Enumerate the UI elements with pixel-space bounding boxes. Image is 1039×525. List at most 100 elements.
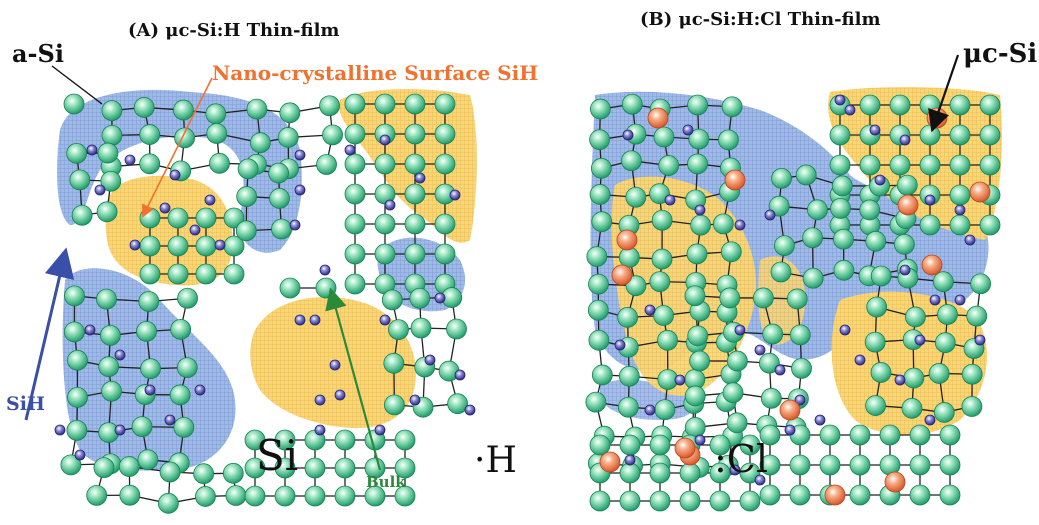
si-atom — [719, 287, 741, 309]
si-atom — [588, 329, 610, 351]
h-atom — [644, 304, 656, 316]
h-atom — [754, 474, 766, 486]
h-atom — [674, 374, 686, 386]
si-atom — [274, 485, 296, 507]
h-atom — [329, 359, 341, 371]
h-atom — [899, 264, 911, 276]
h-atom — [464, 404, 476, 416]
si-atom — [589, 129, 610, 151]
si-atom — [789, 484, 811, 506]
si-atom — [591, 364, 613, 386]
h-atom — [729, 464, 741, 476]
cl-atom — [824, 484, 846, 506]
h-atom — [289, 219, 301, 231]
h-atom — [624, 454, 636, 466]
si-atom — [344, 213, 366, 235]
si-atom — [870, 265, 892, 287]
si-atom — [244, 457, 266, 479]
h-atom — [644, 404, 656, 416]
si-atom — [896, 174, 918, 196]
uc-si-arrow — [928, 54, 960, 133]
right-panel-title: (B) μc-Si:H:Cl Thin-film — [640, 9, 881, 30]
si-atom — [829, 124, 851, 146]
si-atom — [139, 124, 161, 145]
si-atom — [334, 457, 356, 479]
si-atom — [937, 304, 958, 325]
si-atom — [404, 183, 426, 205]
si-atom — [374, 153, 396, 175]
si-atom — [934, 332, 956, 354]
si-atom — [271, 218, 292, 240]
si-atom — [589, 490, 611, 512]
h-atom — [164, 414, 176, 426]
si-atom — [69, 169, 91, 191]
si-atom — [688, 128, 710, 150]
h-atom — [379, 314, 391, 326]
si-atom — [720, 241, 742, 263]
h-atom — [114, 424, 126, 436]
si-atom — [316, 154, 337, 175]
si-atom — [795, 164, 817, 186]
cl-atom — [884, 471, 906, 493]
si-atom — [919, 214, 941, 236]
si-atom — [859, 154, 881, 176]
si-atom — [63, 93, 85, 115]
si-atom — [139, 207, 161, 229]
h-atom — [114, 349, 126, 361]
si-atom — [344, 273, 366, 295]
h-atom — [314, 394, 326, 406]
si-atom — [979, 214, 1001, 236]
si-atom — [434, 243, 456, 265]
si-atom — [67, 387, 88, 408]
si-atom — [279, 277, 301, 299]
si-atom — [849, 424, 871, 446]
h-atom — [682, 124, 694, 136]
si-atom — [388, 319, 409, 341]
h-atom — [189, 224, 201, 236]
a-si-label: a-Si — [12, 39, 64, 68]
sih-arrow — [24, 247, 75, 421]
h-atom — [384, 199, 396, 211]
si-atom — [905, 306, 926, 328]
si-atom — [770, 261, 792, 283]
si-atom — [223, 207, 245, 229]
cl-atom — [724, 169, 746, 191]
si-atom — [979, 124, 1001, 146]
si-atom — [759, 424, 781, 446]
si-atom — [334, 485, 356, 507]
si-atom — [167, 235, 189, 257]
si-atom — [177, 287, 198, 309]
si-atom — [381, 289, 403, 311]
si-atom — [139, 235, 161, 257]
si-atom — [849, 454, 871, 476]
h-atom — [344, 144, 356, 156]
si-atom — [404, 213, 426, 235]
si-atom — [849, 484, 871, 506]
si-atom — [686, 243, 708, 265]
si-atom — [195, 235, 217, 257]
si-atom — [687, 325, 709, 347]
si-atom — [279, 102, 301, 124]
si-atom — [789, 454, 811, 476]
si-atom — [658, 155, 680, 176]
cl-atom — [779, 399, 801, 421]
si-atom — [870, 362, 892, 383]
si-atom — [139, 263, 161, 285]
si-atom — [319, 95, 340, 117]
si-atom — [434, 123, 456, 145]
si-atom — [653, 305, 674, 326]
si-atom — [709, 434, 731, 456]
si-atom — [618, 365, 640, 387]
si-atom — [137, 449, 159, 471]
si-atom — [118, 456, 140, 477]
si-atom — [170, 318, 192, 340]
si-atom — [585, 391, 607, 413]
si-atom — [651, 248, 673, 270]
si-atom — [961, 396, 983, 417]
si-atom — [758, 352, 780, 374]
si-atom — [223, 263, 245, 285]
h-atom — [869, 124, 881, 136]
h-atom — [664, 194, 676, 206]
h-atom — [204, 194, 216, 206]
